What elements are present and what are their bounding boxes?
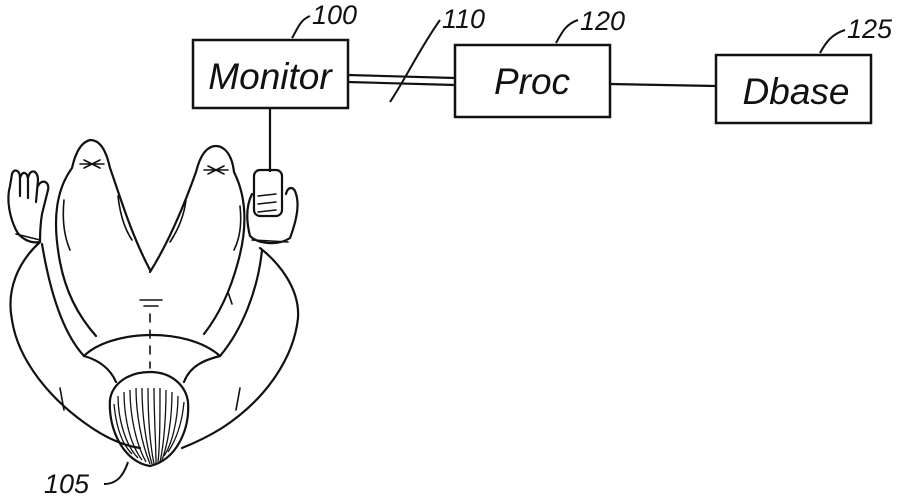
processor-database-link xyxy=(610,84,716,86)
person-left-knee xyxy=(80,160,104,168)
database-ref-number: 125 xyxy=(847,14,893,44)
monitor-ref: 100 xyxy=(292,0,357,38)
database-label: Dbase xyxy=(743,71,850,112)
monitor-ref-number: 100 xyxy=(312,0,357,30)
monitor-ref-leader xyxy=(292,16,310,38)
person-shoulders xyxy=(84,335,220,382)
person-ref-number: 105 xyxy=(44,469,90,496)
person-left-wrist xyxy=(16,234,40,240)
device-fingers xyxy=(258,194,276,212)
person-right-knee xyxy=(204,166,228,174)
person-ref: 105 xyxy=(44,462,128,496)
person-figure xyxy=(8,140,298,466)
database-ref-leader xyxy=(820,30,845,53)
person-left-arm-inner xyxy=(42,244,84,356)
processor-label: Proc xyxy=(494,61,571,102)
person-ref-leader xyxy=(104,462,128,484)
person-left-leg xyxy=(56,140,150,336)
link-ref-leader xyxy=(390,20,440,102)
person-right-leg xyxy=(150,146,244,334)
processor-ref-number: 120 xyxy=(580,6,625,36)
monitor-block: Monitor xyxy=(193,40,348,108)
processor-ref-leader xyxy=(556,20,578,43)
processor-ref: 120 xyxy=(556,6,625,43)
person-right-arm-inner xyxy=(220,250,262,356)
database-block: Dbase xyxy=(716,55,871,123)
person-left-hand xyxy=(8,171,48,243)
database-ref: 125 xyxy=(820,14,893,53)
link-line-upper xyxy=(348,75,455,78)
processor-block: Proc xyxy=(455,45,610,117)
handheld-device xyxy=(254,170,282,216)
monitor-label: Monitor xyxy=(208,56,333,97)
link-ref-number: 110 xyxy=(442,4,485,34)
person-leg-shading xyxy=(63,196,241,250)
